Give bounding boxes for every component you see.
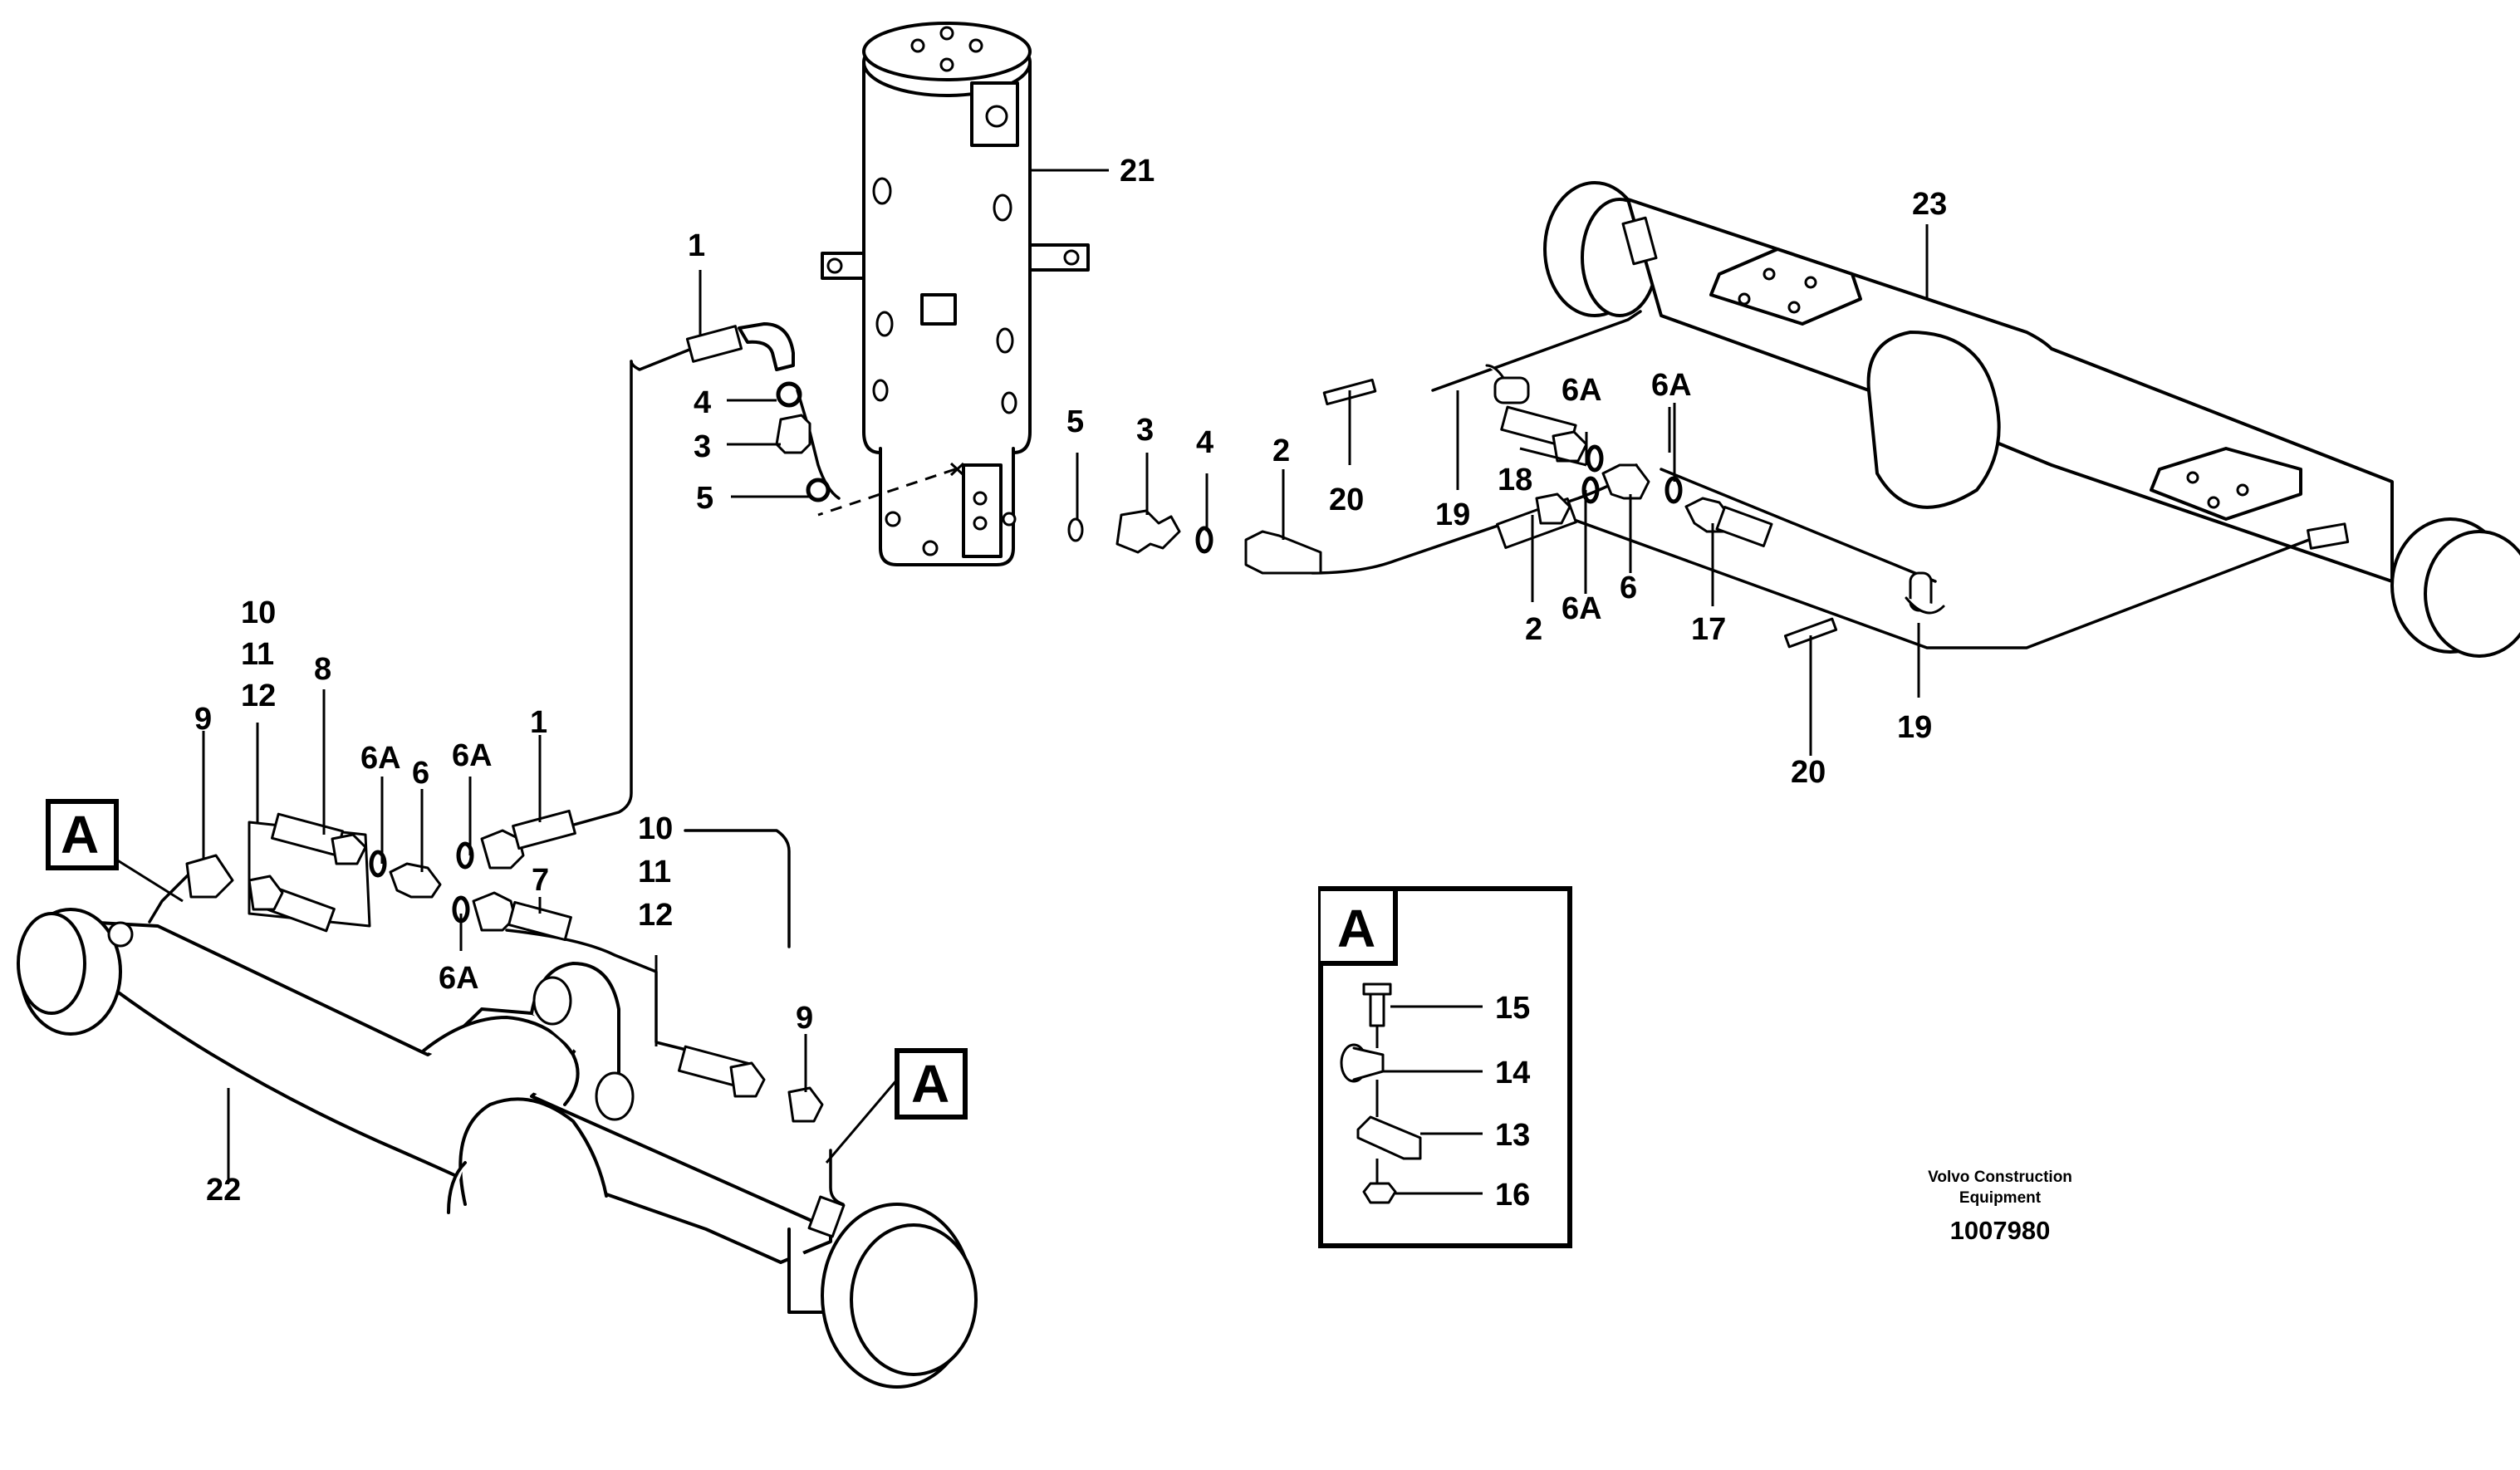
footer: Volvo Construction Equipment 1007980 xyxy=(1928,1169,2072,1245)
callout-11-right: 11 xyxy=(638,855,671,889)
callout-10-right: 10 xyxy=(638,811,673,846)
axle-part-22 xyxy=(17,908,978,1389)
detail-callout-15: 15 xyxy=(1495,991,1530,1026)
fittings-lower xyxy=(185,809,824,1123)
callout-18: 18 xyxy=(1498,463,1532,497)
callout-20-top: 20 xyxy=(1329,483,1364,517)
callout-12-left: 12 xyxy=(241,679,276,713)
callout-9-right: 9 xyxy=(796,1001,813,1036)
detail-box-title: A xyxy=(1337,899,1375,958)
callout-9-left: 9 xyxy=(194,702,212,737)
callout-5-top: 5 xyxy=(696,481,713,516)
callout-6a-d: 6A xyxy=(360,741,401,776)
drawing-number: 1007980 xyxy=(1950,1216,2051,1245)
leader-lines xyxy=(115,169,1929,1179)
callout-1-top: 1 xyxy=(688,228,705,263)
callout-4-top: 4 xyxy=(694,385,711,420)
callout-21: 21 xyxy=(1120,154,1155,189)
detail-box-a: A 15 14 13 16 xyxy=(1318,886,1572,1248)
callout-12-right: 12 xyxy=(638,898,673,933)
callout-10-left: 10 xyxy=(241,595,276,630)
fittings-upper xyxy=(685,322,1945,649)
detail-marker-right: A xyxy=(895,1048,968,1120)
callout-19-low: 19 xyxy=(1897,710,1932,745)
company-name-line2: Equipment xyxy=(1959,1189,2042,1207)
callout-17: 17 xyxy=(1691,612,1726,647)
detail-callout-13: 13 xyxy=(1495,1118,1530,1153)
callout-6a-f: 6A xyxy=(439,961,479,996)
callout-11-left: 11 xyxy=(241,637,274,672)
callout-6a-b: 6A xyxy=(1651,368,1692,403)
callout-5-mid: 5 xyxy=(1066,404,1084,439)
callout-19-top: 19 xyxy=(1435,497,1470,532)
axle-part-23 xyxy=(1543,181,2520,658)
callout-2-low: 2 xyxy=(1525,612,1542,647)
callout-22: 22 xyxy=(206,1173,241,1208)
callout-6a-e: 6A xyxy=(452,738,493,773)
callout-labels: 1 4 3 5 21 5 3 4 2 20 19 6A 18 6A 2 6A 6… xyxy=(194,154,1947,1208)
detail-marker-left-label: A xyxy=(61,805,99,865)
callout-4-mid: 4 xyxy=(1196,425,1213,460)
callout-6a-c: 6A xyxy=(1562,591,1602,626)
callout-23: 23 xyxy=(1912,187,1947,222)
callout-6a-a: 6A xyxy=(1562,373,1602,408)
detail-callout-14: 14 xyxy=(1495,1056,1530,1090)
callout-3-mid: 3 xyxy=(1136,413,1154,448)
callout-3-top: 3 xyxy=(694,429,711,464)
callout-6-left: 6 xyxy=(412,756,429,791)
callout-2-top: 2 xyxy=(1272,434,1290,468)
swivel-distributor-part-21 xyxy=(817,22,1090,566)
callout-7: 7 xyxy=(532,863,549,898)
company-name-line1: Volvo Construction xyxy=(1928,1169,2072,1186)
detail-callout-16: 16 xyxy=(1495,1178,1530,1213)
callout-6-right: 6 xyxy=(1620,571,1637,605)
callout-1-left: 1 xyxy=(530,705,547,740)
detail-marker-left: A xyxy=(46,799,119,870)
detail-marker-right-label: A xyxy=(911,1054,949,1114)
callout-20-low: 20 xyxy=(1791,755,1826,790)
callout-8: 8 xyxy=(314,652,331,687)
